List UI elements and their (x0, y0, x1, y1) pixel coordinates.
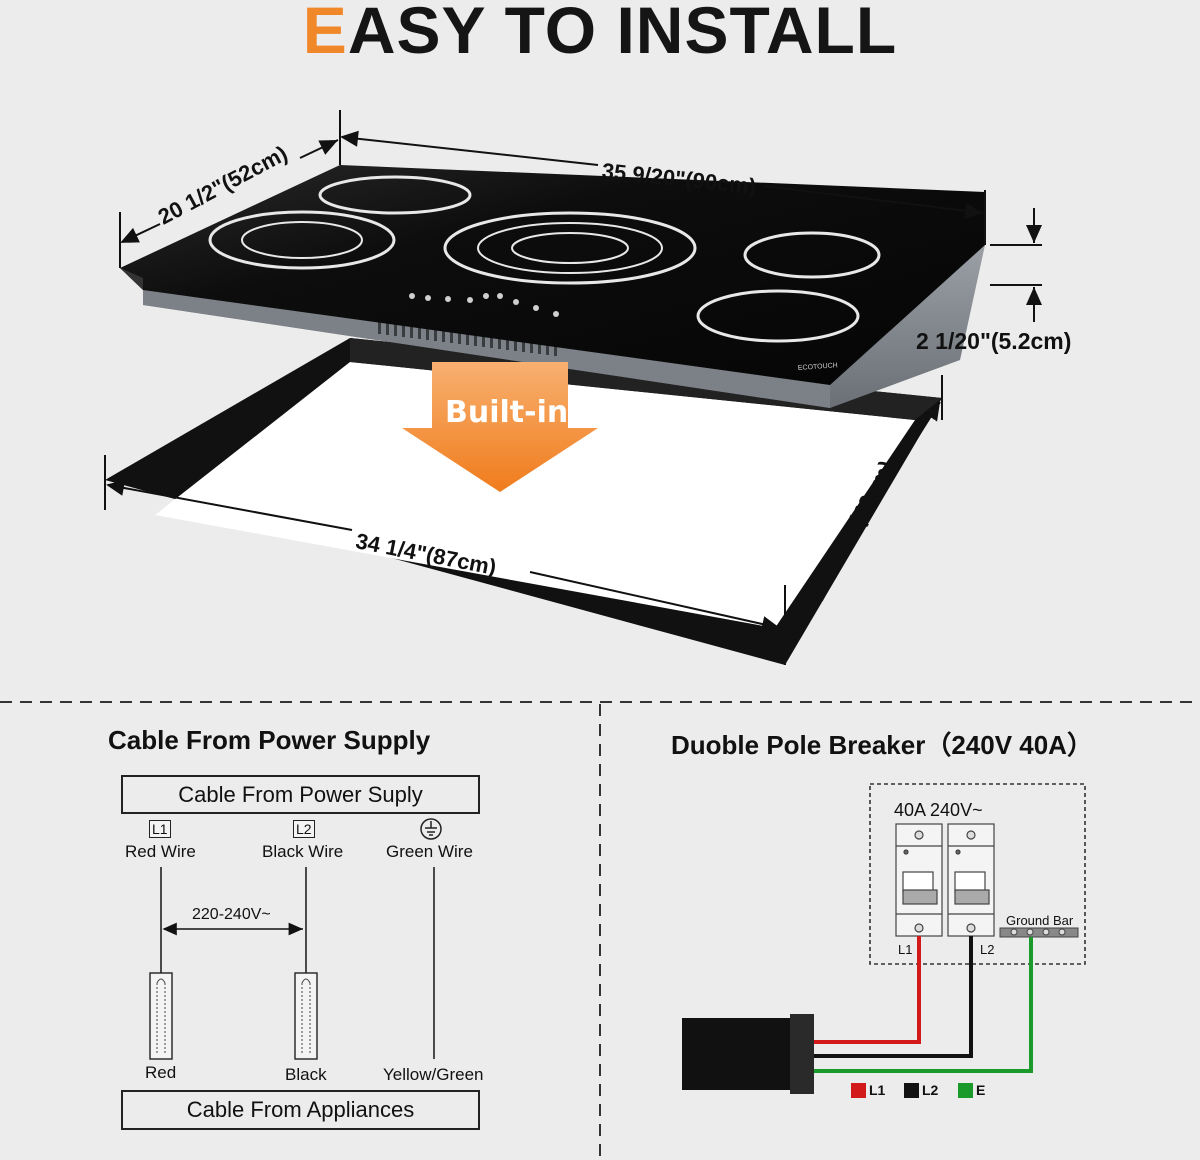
black-wire-label: Black Wire (262, 842, 344, 861)
built-in-label: Built-in (445, 395, 569, 430)
red-wire (814, 936, 921, 1044)
breaker-rating-label: 40A 240V~ (894, 800, 983, 820)
burner-rear-left (318, 175, 472, 215)
ground-bar (999, 927, 1079, 938)
breaker-l2 (947, 823, 995, 937)
legend-l2-swatch (904, 1083, 919, 1098)
hob-dimension-lines (104, 110, 1042, 665)
green-wire (814, 937, 1033, 1073)
red-wire-label: Red Wire (125, 842, 196, 861)
terminal-tag-l1: L1 (149, 820, 171, 838)
burner-rear-right (743, 231, 881, 279)
title-first-letter: E (302, 0, 348, 67)
appliance-plug (682, 1014, 814, 1094)
built-in-arrow (402, 362, 598, 492)
appliance-cable-box: Cable From Appliances (121, 1090, 480, 1130)
green-wire-label: Green Wire (386, 842, 473, 861)
left-panel-title: Cable From Power Supply (108, 725, 431, 755)
burner-center (443, 211, 697, 285)
hob-installation-illustration: ECOTOUCH (104, 110, 1042, 665)
red-end-label: Red (145, 1063, 177, 1082)
burner-front-right (696, 289, 860, 343)
pole-l2-label: L2 (980, 942, 995, 957)
breaker-wiring-diagram (682, 783, 1086, 1094)
legend-e-label: E (976, 1082, 986, 1098)
legend-l1-label: L1 (869, 1082, 886, 1098)
power-supply-box: Cable From Power Suply (121, 775, 480, 814)
breaker-l1 (895, 823, 943, 937)
section-dividers (0, 701, 1200, 1160)
pole-l1-label: L1 (898, 942, 913, 957)
page-title: EASY TO INSTALL (0, 0, 1200, 66)
title-rest: ASY TO INSTALL (347, 0, 898, 67)
legend-e-swatch (958, 1083, 973, 1098)
terminal-tag-l2: L2 (293, 820, 315, 838)
brand-text: ECOTOUCH (798, 362, 838, 372)
yellow-green-end-label: Yellow/Green (383, 1065, 484, 1084)
burner-front-left (208, 210, 396, 270)
right-panel-title: Duoble Pole Breaker（240V 40A） (671, 730, 1093, 760)
black-end-label: Black (285, 1065, 327, 1084)
voltage-label: 220-240V~ (192, 906, 271, 923)
ground-bar-label: Ground Bar (1006, 913, 1074, 928)
legend-l2-label: L2 (922, 1082, 939, 1098)
black-wire (814, 936, 973, 1058)
hob-height-label: 2 1/20"(5.2cm) (916, 328, 1072, 354)
cable-wiring-diagram (149, 818, 442, 1060)
cooktop-glass: ECOTOUCH (120, 165, 985, 385)
legend-l1-swatch (851, 1083, 866, 1098)
ground-symbol-icon (420, 818, 442, 840)
